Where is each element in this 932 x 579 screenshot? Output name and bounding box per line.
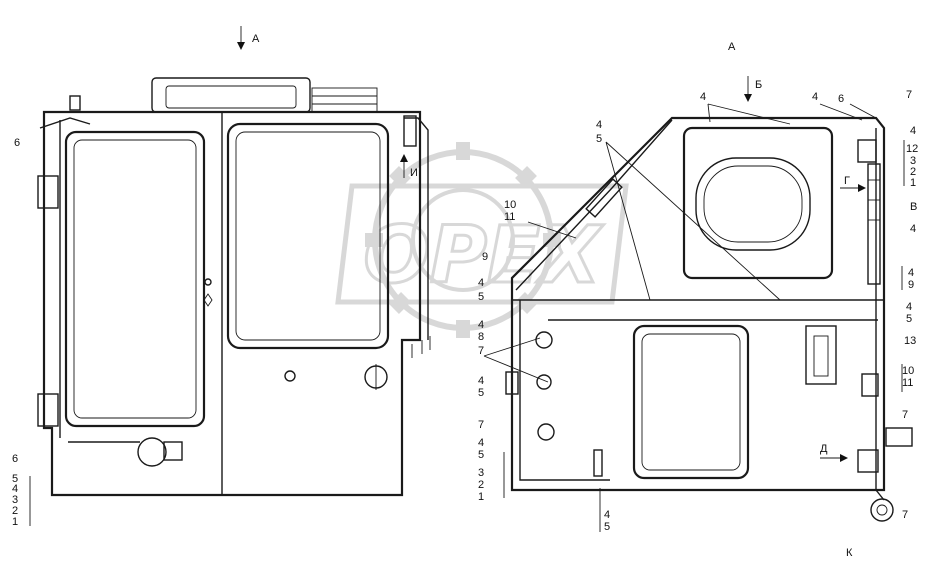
- component-13: [805, 325, 837, 385]
- label-4-right-9: 4: [908, 267, 914, 279]
- lamp-top-right: [857, 139, 877, 163]
- label-view-k: К: [846, 547, 853, 559]
- label-4-hatch: 4: [700, 91, 706, 103]
- label-4-right-mid: 4: [910, 223, 916, 235]
- label-4-right-top: 4: [910, 125, 916, 137]
- label-4-left-a: 4: [478, 277, 484, 289]
- label-view-i: И: [410, 167, 418, 179]
- label-11-left: 11: [504, 211, 515, 223]
- label-7-right-bottom: 7: [902, 509, 908, 521]
- rear-window: [632, 324, 750, 480]
- label-2-left: 2: [478, 479, 484, 491]
- label-4-left-d: 4: [478, 437, 484, 449]
- label-left-stack-3: 3: [12, 494, 18, 506]
- label-8-left: 8: [478, 331, 484, 343]
- label-view-a-top: А: [252, 33, 260, 45]
- label-5-left-a: 5: [478, 291, 484, 303]
- label-2-right: 2: [910, 166, 916, 178]
- label-5-bottom: 5: [604, 521, 610, 533]
- label-4-right-5: 4: [906, 301, 912, 313]
- upper-hinge: [37, 175, 59, 209]
- lamp-d: [857, 449, 879, 473]
- horn-k: [870, 498, 894, 522]
- label-7-left-b: 7: [478, 419, 484, 431]
- harness-diagonal: [515, 119, 673, 291]
- resistor-strip: [867, 163, 881, 285]
- cab-outline: [42, 110, 422, 497]
- harness-left-vertical: [519, 300, 610, 481]
- label-13: 13: [904, 335, 916, 347]
- label-10-right: 10: [902, 365, 914, 377]
- lamp-round: [284, 370, 296, 382]
- side-window: [226, 122, 390, 350]
- label-left-6-top: 6: [14, 137, 20, 149]
- label-10-left: 10: [504, 199, 516, 211]
- label-11-right: 11: [902, 377, 913, 389]
- label-view-a-right: А: [728, 41, 736, 53]
- watermark-banner: [335, 183, 629, 305]
- left-cab-view: [37, 26, 431, 497]
- label-7-left-a: 7: [478, 345, 484, 357]
- harness-right-vertical: [875, 128, 885, 501]
- label-4-top-diag: 4: [596, 119, 602, 131]
- label-5-top-diag: 5: [596, 133, 602, 145]
- left-door-window: [64, 130, 206, 428]
- label-3-left: 3: [478, 467, 484, 479]
- right-cab-view: [29, 76, 913, 532]
- harness-right: [404, 117, 429, 340]
- label-4-bottom: 4: [604, 509, 610, 521]
- label-view-g: Г: [844, 175, 850, 187]
- door-handle: [204, 278, 212, 286]
- label-view-b: Б: [755, 79, 762, 91]
- label-5-left-d: 5: [478, 449, 484, 461]
- label-1-left: 1: [478, 491, 484, 503]
- label-3-right: 3: [910, 155, 916, 167]
- label-left-stack-5: 5: [12, 473, 18, 485]
- label-6-roof: 6: [838, 93, 844, 105]
- label-4-left-b: 4: [478, 319, 484, 331]
- callout-labels: А А Б И Г В Д К 6 6 5 4 3 2 1 4 5 4 4 6 …: [12, 33, 918, 559]
- label-view-v: В: [910, 201, 917, 213]
- label-5-left-c: 5: [478, 387, 484, 399]
- label-left-stack-4: 4: [12, 483, 18, 495]
- label-9-left: 9: [482, 251, 488, 263]
- roof-unit: [151, 77, 311, 113]
- label-9-right: 9: [908, 279, 914, 291]
- label-view-d: Д: [820, 443, 828, 455]
- label-left-stack-1: 1: [12, 516, 18, 528]
- wiper-motor: [137, 437, 167, 467]
- label-5-right: 5: [906, 313, 912, 325]
- label-7-right-mid: 7: [902, 409, 908, 421]
- cab-plan-outline: [510, 116, 886, 492]
- label-4-roof: 4: [812, 91, 818, 103]
- roof-hatch: [682, 126, 834, 280]
- label-12: 12: [906, 143, 918, 155]
- label-1-right: 1: [910, 177, 916, 189]
- hatch-opening: [695, 157, 811, 251]
- label-7-roof: 7: [906, 89, 912, 101]
- harness-top-left: [39, 117, 91, 129]
- label-4-left-c: 4: [478, 375, 484, 387]
- lower-hinge: [37, 393, 59, 427]
- label-left-stack-2: 2: [12, 505, 18, 517]
- label-left-6-bottom: 6: [12, 453, 18, 465]
- opex-watermark: OPEX: [335, 142, 629, 338]
